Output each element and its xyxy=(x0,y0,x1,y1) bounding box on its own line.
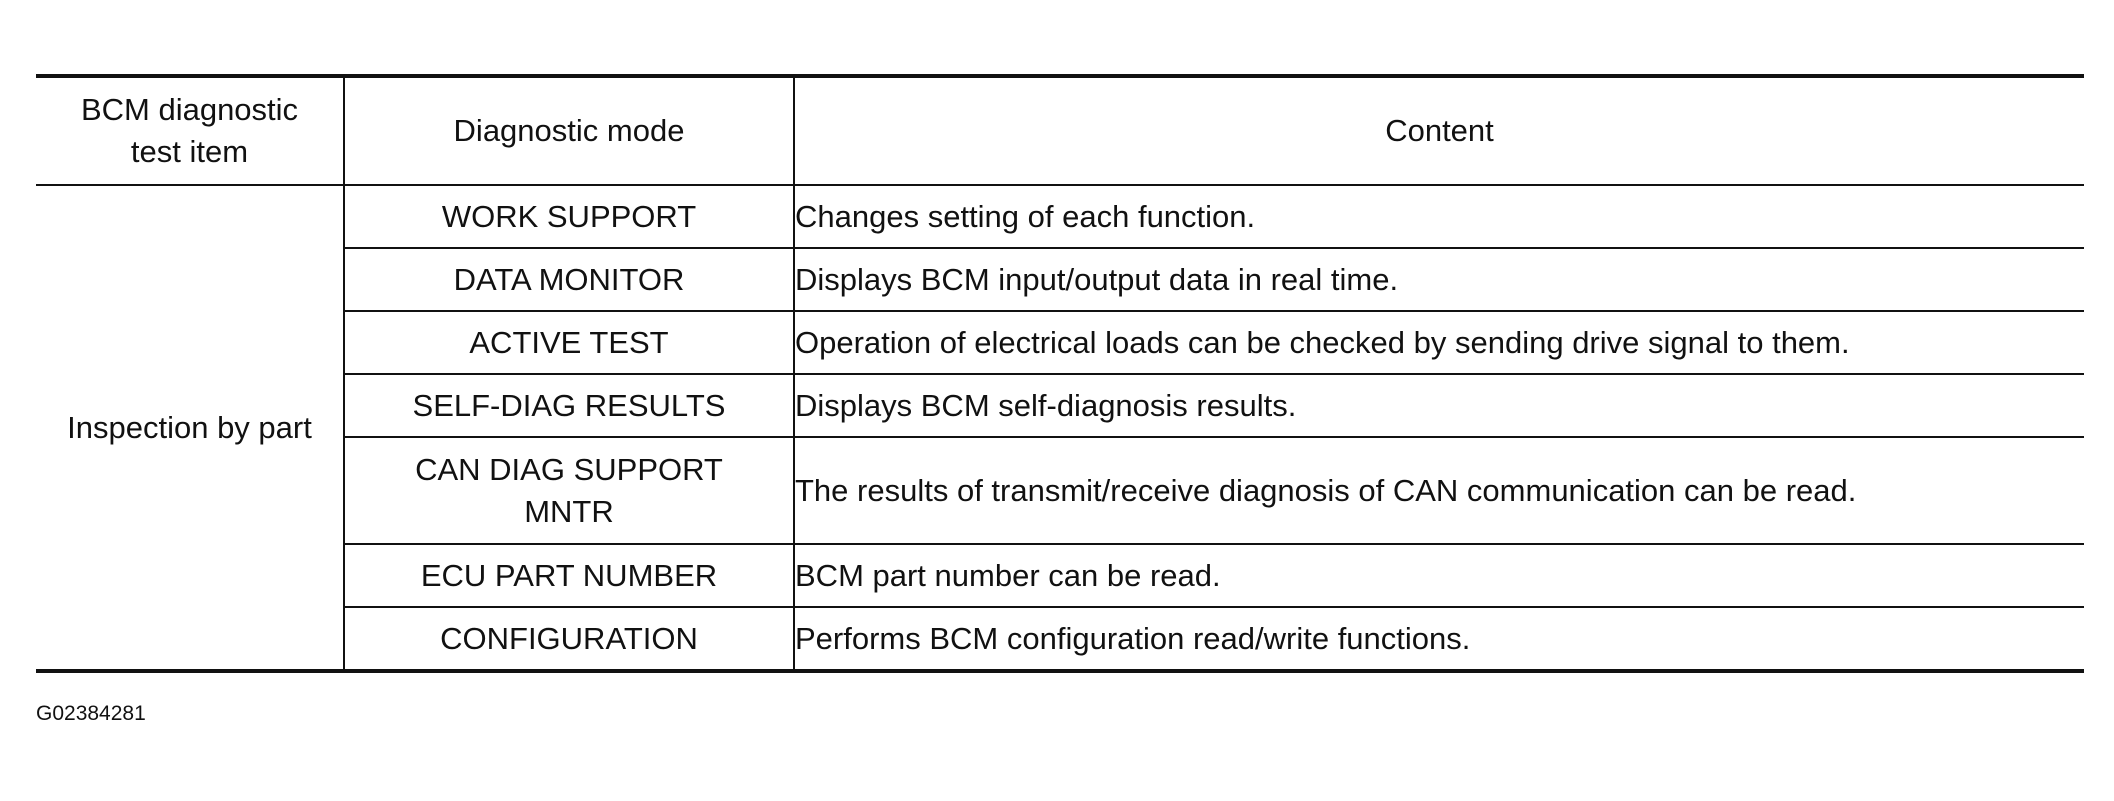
content-cell: Performs BCM configuration read/write fu… xyxy=(793,606,2084,671)
mode-cell: DATA MONITOR xyxy=(344,247,795,312)
mode-cell: ECU PART NUMBER xyxy=(344,543,795,608)
mode-cell: CAN DIAG SUPPORT MNTR xyxy=(344,436,795,545)
table-row: ACTIVE TEST Operation of electrical load… xyxy=(36,310,2084,375)
figure-code: G02384281 xyxy=(36,702,146,725)
table-row: SELF-DIAG RESULTS Displays BCM self-diag… xyxy=(36,373,2084,438)
mode-cell: SELF-DIAG RESULTS xyxy=(344,373,795,438)
content-cell: Operation of electrical loads can be che… xyxy=(793,310,2084,375)
table-row: ECU PART NUMBER BCM part number can be r… xyxy=(36,543,2084,608)
content-cell: The results of transmit/receive diagnosi… xyxy=(793,436,2084,545)
diagnostic-table-container: BCM diagnostic test item Diagnostic mode… xyxy=(36,74,2084,673)
header-content: Content xyxy=(793,76,2084,186)
content-cell: Displays BCM input/output data in real t… xyxy=(793,247,2084,312)
bcm-diagnostic-table: BCM diagnostic test item Diagnostic mode… xyxy=(36,74,2084,673)
table-row: CAN DIAG SUPPORT MNTR The results of tra… xyxy=(36,436,2084,545)
table-row: CONFIGURATION Performs BCM configuration… xyxy=(36,606,2084,671)
table-row: DATA MONITOR Displays BCM input/output d… xyxy=(36,247,2084,312)
content-cell: BCM part number can be read. xyxy=(793,543,2084,608)
header-item: BCM diagnostic test item xyxy=(36,76,345,186)
content-cell: Changes setting of each function. xyxy=(793,184,2084,249)
table-row: Inspection by part WORK SUPPORT Changes … xyxy=(36,184,2084,672)
mode-cell: ACTIVE TEST xyxy=(344,310,795,375)
mode-cell: CONFIGURATION xyxy=(344,606,795,671)
mode-cell: WORK SUPPORT xyxy=(343,184,795,249)
content-cell: Displays BCM self-diagnosis results. xyxy=(793,373,2084,438)
header-row: BCM diagnostic test item Diagnostic mode… xyxy=(36,76,2084,186)
item-cell-inspection-by-part: Inspection by part xyxy=(36,184,345,672)
header-mode: Diagnostic mode xyxy=(343,76,795,186)
